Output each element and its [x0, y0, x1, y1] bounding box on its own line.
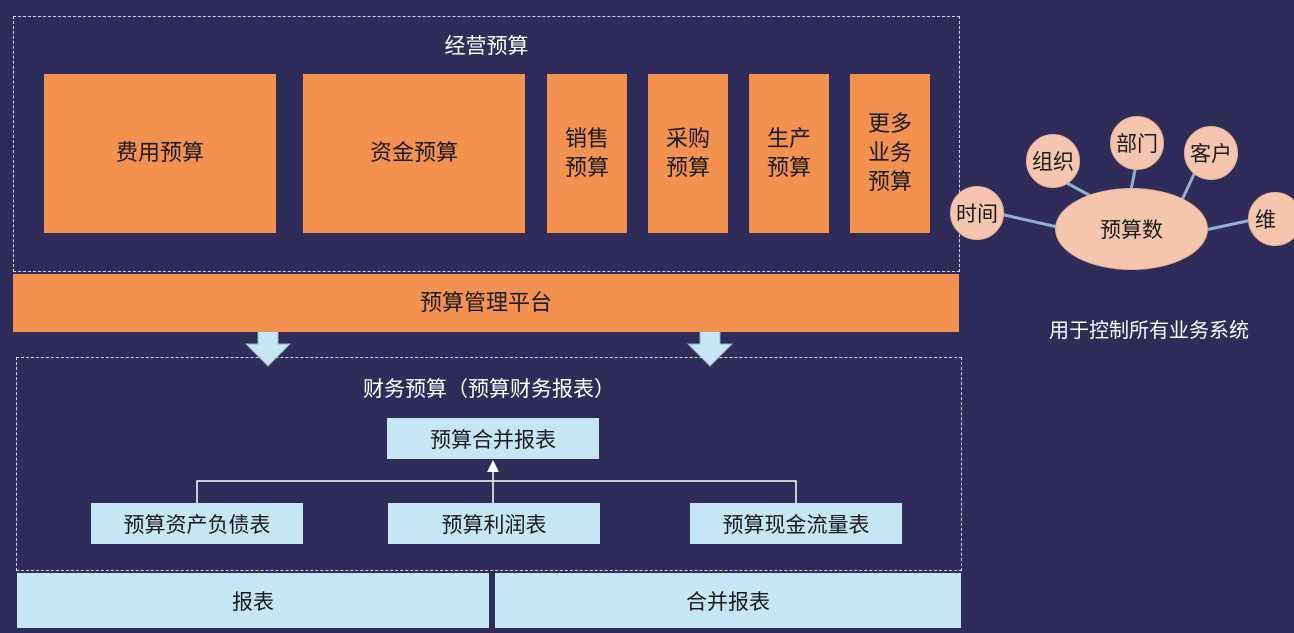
fund-budget-block: 资金预算: [303, 74, 525, 233]
reports-bar: 报表: [17, 573, 489, 628]
budget-platform-bar: 预算管理平台: [13, 274, 959, 332]
dimension-time-bubble: 时间: [950, 186, 1004, 240]
consolidated-budget-statement: 预算合并报表: [387, 418, 599, 459]
dimension-caption: 用于控制所有业务系统: [1049, 318, 1249, 342]
tree-connector: [196, 470, 797, 503]
more-business-budget-block: 更多 业务 预算: [850, 74, 930, 233]
operating-budget-title: 经营预算: [444, 34, 529, 58]
purchase-budget-block: 采购 预算: [648, 74, 728, 233]
sales-budget-block: 销售 预算: [547, 74, 627, 233]
dimension-more-bubble: 维: [1248, 192, 1294, 246]
up-arrow-icon: [487, 460, 499, 472]
dimension-customer-bubble: 客户: [1184, 126, 1238, 180]
budget-count-bubble: 预算数: [1055, 188, 1208, 270]
financial-budget-title: 财务预算（预算财务报表）: [363, 377, 615, 401]
budget-balance-sheet: 预算资产负债表: [91, 503, 303, 544]
financial-budget-section: [16, 357, 962, 571]
consolidated-reports-bar: 合并报表: [495, 573, 961, 628]
budget-cash-flow-statement: 预算现金流量表: [690, 503, 902, 544]
dimension-organization-bubble: 组织: [1026, 134, 1080, 188]
expense-budget-block: 费用预算: [44, 74, 276, 233]
budget-income-statement: 预算利润表: [388, 503, 600, 544]
production-budget-block: 生产 预算: [749, 74, 829, 233]
operating-budget-section: [13, 16, 960, 272]
dimension-department-bubble: 部门: [1110, 116, 1164, 170]
